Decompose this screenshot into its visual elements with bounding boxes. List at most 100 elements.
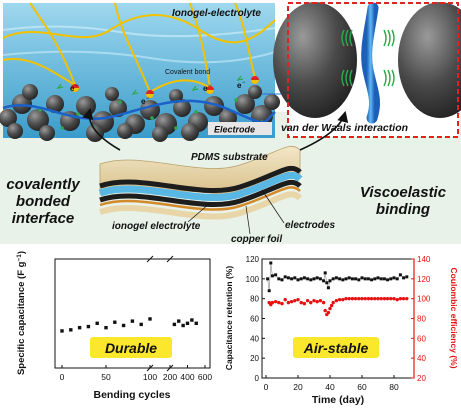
x-tick-label: 0 <box>264 382 269 392</box>
vdw-label: van der Waals interaction <box>281 122 408 134</box>
retention-point <box>315 276 319 280</box>
right-y-tick-label: 100 <box>417 295 431 304</box>
durable-point <box>113 320 117 324</box>
electron-label-1: e − <box>70 83 79 93</box>
vdw-zoom-box: van der Waals interaction <box>273 2 461 138</box>
electrode-top <box>99 165 302 193</box>
coulombic-point <box>385 296 390 301</box>
x-tick-label: 0 <box>60 372 65 382</box>
coulombic-series <box>267 296 409 317</box>
coulombic-point <box>350 296 355 301</box>
polymer-chain <box>234 2 256 79</box>
polymer-chain <box>2 14 276 44</box>
electrode-particle <box>169 89 183 103</box>
copper-foil <box>99 186 301 211</box>
right-electrode-particle <box>398 2 461 118</box>
durable-point <box>95 321 99 326</box>
retention-point <box>344 277 348 281</box>
electrode-particle <box>235 94 255 114</box>
left-y-tick-label: 60 <box>250 315 259 324</box>
polymer-chain <box>29 2 76 86</box>
retention-point <box>277 277 281 281</box>
interface-schematic: Ionogel-electrolyte Covalent bond Electr… <box>0 2 280 142</box>
copper-foil-label: copper foil <box>231 234 282 245</box>
vdw-box-border <box>287 2 459 138</box>
retention-point <box>350 277 354 281</box>
vdw-wave <box>387 29 391 47</box>
retention-point <box>370 278 374 282</box>
coulombic-point <box>398 296 403 301</box>
durable-axis-break <box>146 255 174 372</box>
coulombic-point <box>382 296 387 301</box>
vdw-wave <box>341 29 345 47</box>
x-tick-label: 600 <box>198 372 212 382</box>
retention-point <box>322 279 326 283</box>
coulombic-point <box>323 308 327 313</box>
copper-leader <box>245 205 251 235</box>
coulombic-point <box>363 296 367 301</box>
ionogel-label: Ionogel-electrolyte <box>172 8 261 19</box>
polymer-chain <box>114 2 151 93</box>
electrode-particle <box>22 84 38 100</box>
svg-text:bonded: bonded <box>16 193 71 210</box>
coulombic-point <box>299 300 303 305</box>
active-site-dot <box>150 116 154 120</box>
coulombic-point <box>277 300 281 305</box>
retention-point <box>318 277 322 281</box>
electron-transfer-arrow <box>191 85 199 91</box>
retention-point <box>398 273 402 277</box>
svg-text:binding: binding <box>376 201 430 218</box>
axis-break-mark <box>146 364 154 372</box>
arrow-to-interface <box>82 107 121 151</box>
retention-point <box>274 273 278 277</box>
electrode-particle <box>27 109 49 131</box>
vdw-wave <box>341 69 345 87</box>
durable-point <box>77 325 82 330</box>
durable-point <box>181 323 185 328</box>
electrode-particle <box>109 99 127 117</box>
x-tick-label: 400 <box>180 372 194 382</box>
durable-point <box>185 321 190 326</box>
electron-label-2: e − <box>141 96 150 106</box>
active-site-dot <box>174 126 178 130</box>
durable-point <box>60 329 64 333</box>
coulombic-point <box>360 296 364 301</box>
svg-text:interface: interface <box>12 210 75 227</box>
durable-point <box>139 322 143 327</box>
svg-text:covalently: covalently <box>6 176 80 193</box>
coulombic-point <box>357 296 361 301</box>
x-tick-label: 40 <box>325 382 335 392</box>
active-site-dot <box>194 110 198 114</box>
coulombic-point <box>273 299 278 304</box>
electrode-particle <box>204 96 224 116</box>
right-y-tick-label: 140 <box>417 255 431 264</box>
durable-chart-frame <box>54 258 211 369</box>
pdms-bottom <box>99 191 303 220</box>
electrode-label: Electrode <box>214 125 255 135</box>
left-electrode-particle <box>273 2 357 118</box>
electrode-particle <box>7 123 23 139</box>
svg-text:−: − <box>75 83 79 89</box>
electrodes-label: electrodes <box>285 220 335 231</box>
retention-point <box>354 277 358 281</box>
covalent-bond-label: Covalent bond <box>165 69 210 76</box>
retention-point <box>323 271 327 275</box>
coulombic-point <box>376 296 380 301</box>
retention-point <box>334 276 338 280</box>
right-y-tick-label: 120 <box>417 275 431 284</box>
retention-point <box>290 277 294 281</box>
retention-point <box>326 286 330 290</box>
x-tick-label: 50 <box>101 372 111 382</box>
bond-marker-half <box>251 80 259 84</box>
retention-point <box>328 279 332 283</box>
axis-break-mark <box>166 364 174 372</box>
coulombic-point <box>329 303 334 308</box>
durable-point <box>121 323 126 328</box>
durable-badge: Durable <box>105 340 157 356</box>
polymer-chain <box>149 79 211 93</box>
durable-point <box>177 319 181 323</box>
right-y-tick-label: 40 <box>417 354 426 363</box>
